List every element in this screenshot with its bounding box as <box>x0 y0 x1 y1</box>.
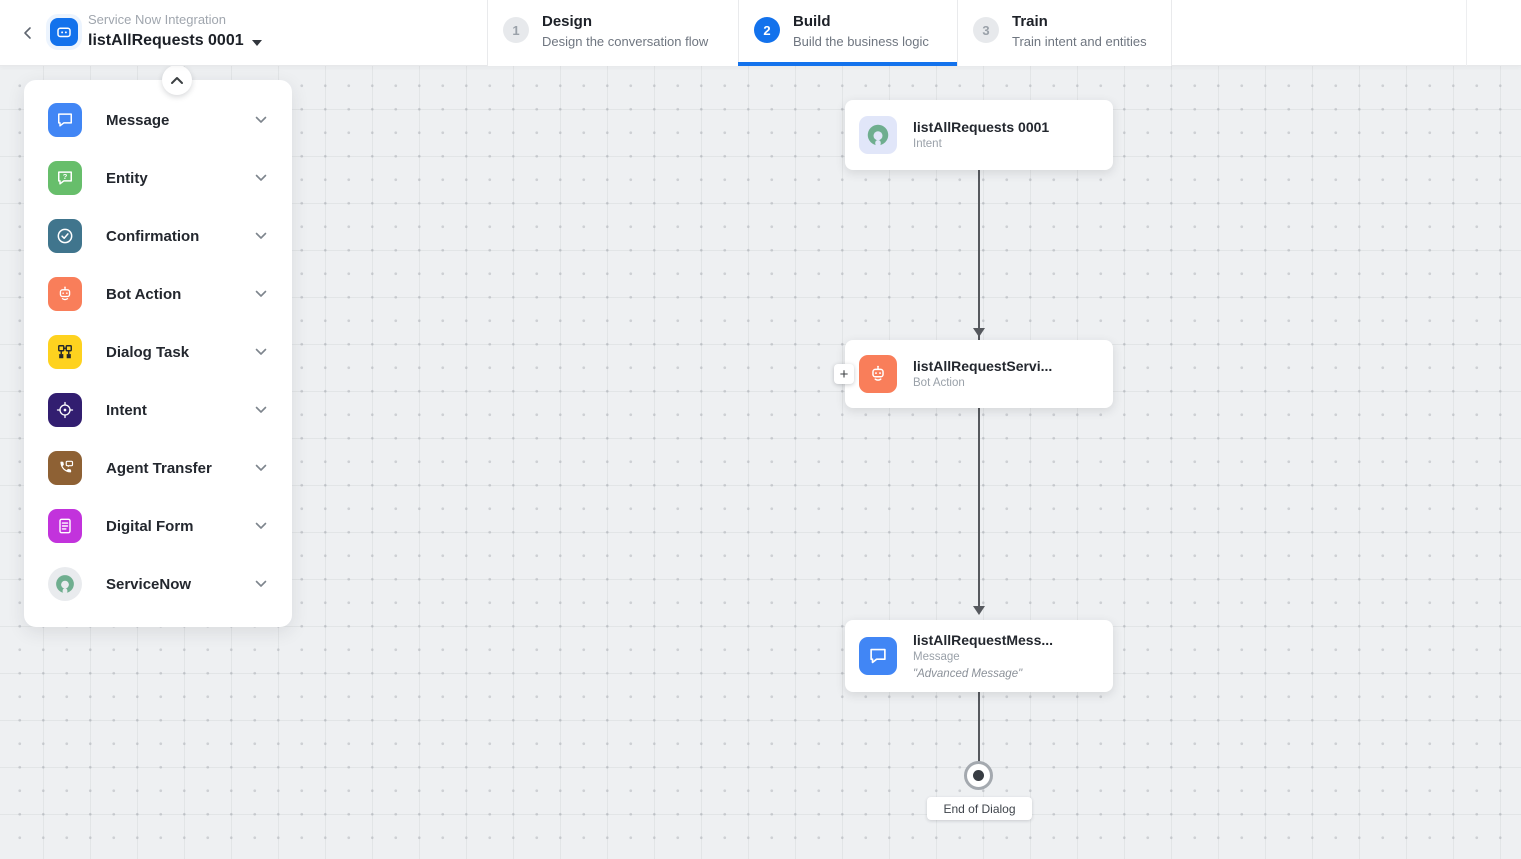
step-label: Build <box>793 11 929 32</box>
chevron-left-icon <box>21 26 35 40</box>
sidebar-item-entity[interactable]: ? Entity <box>48 161 268 195</box>
header: Service Now Integration listAllRequests … <box>0 0 1521 66</box>
task-title-dropdown[interactable]: listAllRequests 0001 <box>88 29 262 53</box>
step-description: Build the business logic <box>793 32 929 51</box>
tab-train[interactable]: 3 Train Train intent and entities <box>957 0 1172 66</box>
chevron-down-icon[interactable] <box>254 577 268 591</box>
node-type: Message <box>913 650 1053 665</box>
sidebar-item-bot-action[interactable]: Bot Action <box>48 277 268 311</box>
step-label: Design <box>542 11 708 32</box>
chevron-up-icon <box>170 76 184 85</box>
sidebar-item-digital-form[interactable]: Digital Form <box>48 509 268 543</box>
caret-down-icon <box>252 40 262 46</box>
tab-build[interactable]: 2 Build Build the business logic <box>738 0 957 66</box>
bot-face-icon <box>55 23 73 41</box>
dialog-task-icon <box>48 335 82 369</box>
connector-arrow-icon <box>973 606 985 615</box>
sidebar-item-label: Intent <box>106 402 254 419</box>
node-type: Intent <box>913 137 1049 152</box>
tab-design[interactable]: 1 Design Design the conversation flow <box>487 0 738 66</box>
sidebar-item-label: Entity <box>106 170 254 187</box>
servicenow-icon <box>859 116 897 154</box>
node-title: listAllRequestMess... <box>913 631 1053 649</box>
sidebar-item-confirmation[interactable]: Confirmation <box>48 219 268 253</box>
add-node-button[interactable]: + <box>834 364 854 384</box>
end-of-dialog-node[interactable] <box>964 761 993 790</box>
step-description: Design the conversation flow <box>542 32 708 51</box>
bot-action-icon <box>859 355 897 393</box>
chevron-down-icon[interactable] <box>254 461 268 475</box>
digital-form-icon <box>48 509 82 543</box>
end-dot-icon <box>973 770 984 781</box>
node-type: Bot Action <box>913 376 1052 391</box>
bot-action-icon <box>48 277 82 311</box>
connector-line <box>978 408 980 612</box>
collapse-palette-button[interactable] <box>162 65 192 95</box>
node-title: listAllRequests 0001 <box>913 118 1049 136</box>
active-tab-indicator <box>738 62 957 66</box>
step-number: 1 <box>503 17 529 43</box>
node-palette: Message ? Entity Confirmation <box>24 80 292 627</box>
node-bot-action[interactable]: + listAllRequestServi... Bot Action <box>845 340 1113 408</box>
chevron-down-icon[interactable] <box>254 519 268 533</box>
entity-icon: ? <box>48 161 82 195</box>
servicenow-icon <box>48 567 82 601</box>
sidebar-item-dialog-task[interactable]: Dialog Task <box>48 335 268 369</box>
node-message-preview: "Advanced Message" <box>913 667 1053 682</box>
step-number: 2 <box>754 17 780 43</box>
flow-canvas[interactable]: Message ? Entity Confirmation <box>0 66 1521 859</box>
connector-line <box>978 692 980 762</box>
node-message[interactable]: listAllRequestMess... Message "Advanced … <box>845 620 1113 692</box>
step-label: Train <box>1012 11 1147 32</box>
breadcrumb: Service Now Integration <box>88 11 262 29</box>
connector-arrow-icon <box>973 328 985 337</box>
sidebar-item-label: Confirmation <box>106 228 254 245</box>
end-of-dialog-label: End of Dialog <box>927 797 1032 820</box>
svg-text:?: ? <box>63 172 68 181</box>
step-description: Train intent and entities <box>1012 32 1147 51</box>
agent-transfer-icon <box>48 451 82 485</box>
bot-app-icon <box>50 18 78 46</box>
chevron-down-icon[interactable] <box>254 171 268 185</box>
header-divider <box>1466 0 1467 66</box>
page-title: listAllRequests 0001 <box>88 29 244 53</box>
sidebar-item-agent-transfer[interactable]: Agent Transfer <box>48 451 268 485</box>
back-button[interactable] <box>14 19 42 47</box>
sidebar-item-label: Bot Action <box>106 286 254 303</box>
confirmation-icon <box>48 219 82 253</box>
message-icon <box>48 103 82 137</box>
node-intent[interactable]: listAllRequests 0001 Intent <box>845 100 1113 170</box>
chevron-down-icon[interactable] <box>254 345 268 359</box>
sidebar-item-label: Message <box>106 112 254 129</box>
chevron-down-icon[interactable] <box>254 287 268 301</box>
message-icon <box>859 637 897 675</box>
sidebar-item-servicenow[interactable]: ServiceNow <box>48 567 268 601</box>
chevron-down-icon[interactable] <box>254 229 268 243</box>
step-number: 3 <box>973 17 999 43</box>
sidebar-item-message[interactable]: Message <box>48 103 268 137</box>
sidebar-item-label: ServiceNow <box>106 576 254 593</box>
chevron-down-icon[interactable] <box>254 113 268 127</box>
sidebar-item-label: Agent Transfer <box>106 460 254 477</box>
chevron-down-icon[interactable] <box>254 403 268 417</box>
node-title: listAllRequestServi... <box>913 357 1052 375</box>
sidebar-item-label: Dialog Task <box>106 344 254 361</box>
sidebar-item-intent[interactable]: Intent <box>48 393 268 427</box>
intent-icon <box>48 393 82 427</box>
sidebar-item-label: Digital Form <box>106 518 254 535</box>
